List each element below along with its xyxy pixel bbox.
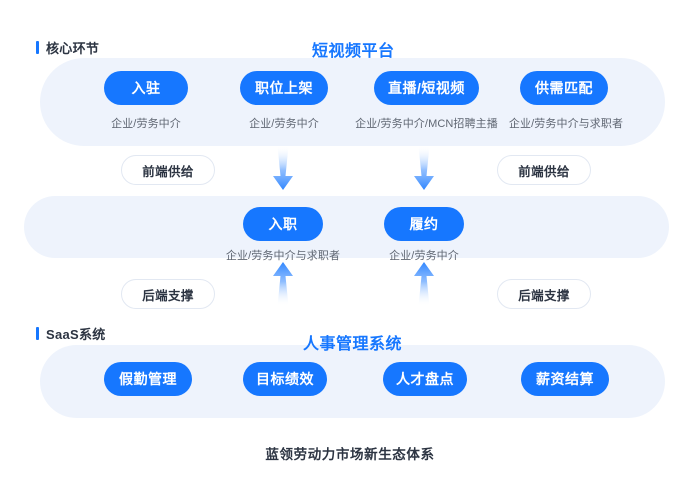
node-ruzhu[interactable]: 入驻 bbox=[104, 71, 188, 105]
connector-front-supply-right[interactable]: 前端供给 bbox=[497, 155, 591, 185]
section-tag-saas: SaaS系统 bbox=[36, 324, 106, 343]
section-marker-bar-icon bbox=[36, 41, 39, 54]
node-zhiwei-shangjia[interactable]: 职位上架 bbox=[240, 71, 328, 105]
node-caption-ruzhi: 企业/劳务中介与求职者 bbox=[225, 250, 341, 262]
node-jiaqin-guanli[interactable]: 假勤管理 bbox=[104, 362, 192, 396]
arrow-up-right-icon bbox=[411, 258, 437, 306]
node-mubiao-jixiao[interactable]: 目标绩效 bbox=[243, 362, 327, 396]
section-tag-saas-label: SaaS系统 bbox=[46, 327, 106, 342]
node-caption-ruzhu: 企业/劳务中介 bbox=[111, 118, 181, 130]
band-title-short-video-platform: 短视频平台 bbox=[312, 43, 395, 60]
node-ruzhi[interactable]: 入职 bbox=[243, 207, 323, 241]
section-marker-bar-icon bbox=[36, 327, 39, 340]
arrow-down-right-icon bbox=[411, 146, 437, 194]
band-middle-transaction bbox=[24, 196, 669, 258]
node-xinzi-jiesuan[interactable]: 薪资结算 bbox=[521, 362, 609, 396]
section-tag-core-label: 核心环节 bbox=[46, 41, 100, 56]
connector-back-support-right[interactable]: 后端支撑 bbox=[497, 279, 591, 309]
node-caption-lvyue: 企业/劳务中介 bbox=[389, 250, 459, 262]
band-title-hr-management-system: 人事管理系统 bbox=[303, 336, 403, 353]
arrow-down-left-icon bbox=[270, 146, 296, 194]
connector-back-support-left[interactable]: 后端支撑 bbox=[121, 279, 215, 309]
node-caption-zhibo-duanshipin: 企业/劳务中介/MCN招聘主播 bbox=[355, 118, 498, 130]
node-lvyue[interactable]: 履约 bbox=[384, 207, 464, 241]
node-zhibo-duanshipin[interactable]: 直播/短视频 bbox=[374, 71, 479, 105]
node-rencai-pandian[interactable]: 人才盘点 bbox=[383, 362, 467, 396]
node-gongxu-pipei[interactable]: 供需匹配 bbox=[520, 71, 608, 105]
node-caption-gongxu-pipei: 企业/劳务中介与求职者 bbox=[508, 118, 624, 130]
section-tag-core: 核心环节 bbox=[36, 38, 99, 57]
connector-front-supply-left[interactable]: 前端供给 bbox=[121, 155, 215, 185]
arrow-up-left-icon bbox=[270, 258, 296, 306]
node-caption-zhiwei-shangjia: 企业/劳务中介 bbox=[249, 118, 319, 130]
diagram-caption: 蓝领劳动力市场新生态体系 bbox=[265, 447, 435, 462]
